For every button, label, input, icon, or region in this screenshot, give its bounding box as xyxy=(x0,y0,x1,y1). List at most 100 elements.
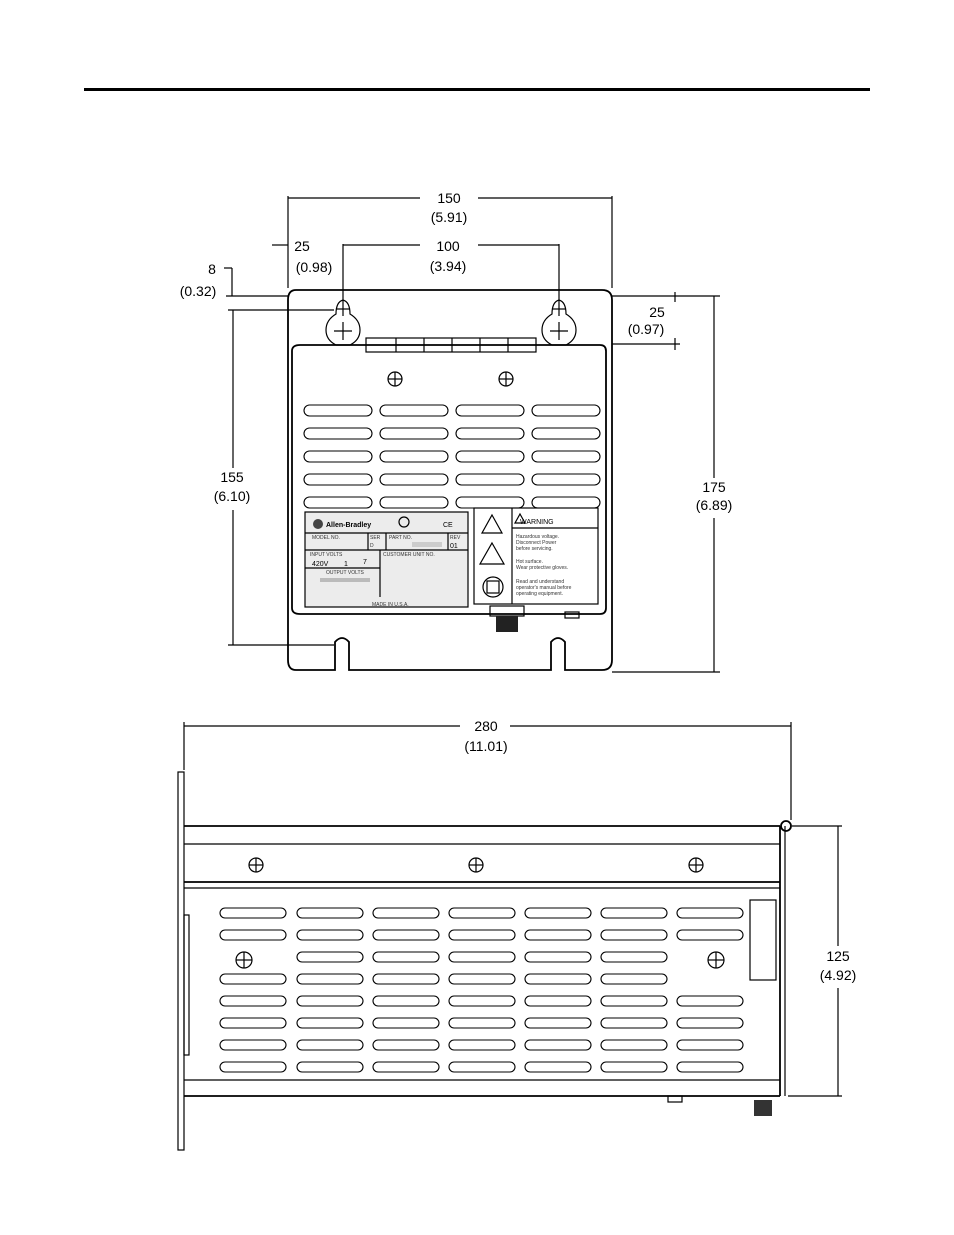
vent-slot xyxy=(455,473,525,486)
vent-slot xyxy=(296,951,364,963)
dim-hole-spacing-in: (3.94) xyxy=(430,258,467,274)
vent-slot xyxy=(524,1039,592,1051)
input-a: 7 xyxy=(363,559,367,566)
vent-slot xyxy=(296,1039,364,1051)
vent-slot xyxy=(531,473,601,486)
part-label: PART NO. xyxy=(389,535,412,541)
brand-name: Allen-Bradley xyxy=(326,522,371,529)
vent-slot xyxy=(676,1061,744,1073)
vent-slot xyxy=(448,1017,516,1029)
vent-slot xyxy=(219,1061,287,1073)
vent-slot xyxy=(379,404,449,417)
customer-label: CUSTOMER UNIT NO. xyxy=(383,552,435,558)
rev-label: REV xyxy=(450,535,461,541)
vent-slot xyxy=(448,1039,516,1051)
dim-hole-spacing-mm: 100 xyxy=(436,238,460,254)
vent-slot xyxy=(455,404,525,417)
vent-slot xyxy=(455,427,525,440)
vent-slot xyxy=(531,496,601,509)
vent-slot xyxy=(448,951,516,963)
vent-slot xyxy=(372,1039,440,1051)
side-hinge-pin xyxy=(780,820,792,832)
vent-slot xyxy=(524,951,592,963)
vent-slot xyxy=(379,450,449,463)
dim-edge-hole-mm: 25 xyxy=(294,238,310,254)
vent-slot xyxy=(372,1061,440,1073)
side-screw-2 xyxy=(468,857,484,873)
dim-top-offset-in: (0.32) xyxy=(180,283,217,299)
warning-label: WARNING Hazardous voltage. Disconnect Po… xyxy=(473,507,599,605)
vent-slot xyxy=(448,929,516,941)
vent-slot xyxy=(448,1061,516,1073)
vent-slot xyxy=(600,907,668,919)
vent-slot xyxy=(303,427,373,440)
vent-slot xyxy=(676,907,744,919)
vent-slot xyxy=(524,1017,592,1029)
vent-slot xyxy=(219,907,287,919)
vent-slot xyxy=(296,1017,364,1029)
vent-slot xyxy=(372,995,440,1007)
vent-slot xyxy=(524,907,592,919)
model-label: MODEL NO. xyxy=(312,535,340,541)
vent-slot xyxy=(296,995,364,1007)
bottom-connector xyxy=(489,605,580,632)
cover-screw-right xyxy=(498,371,514,387)
vent-slot xyxy=(379,427,449,440)
dim-right-offset-mm: 25 xyxy=(649,304,665,320)
dim-height-in: (6.89) xyxy=(696,497,733,513)
warning-title: WARNING xyxy=(520,519,554,526)
vent-slot xyxy=(448,995,516,1007)
vent-slot xyxy=(531,404,601,417)
dim-width-in: (5.91) xyxy=(431,209,468,225)
vent-slot xyxy=(531,427,601,440)
vent-slot xyxy=(219,995,287,1007)
front-cover xyxy=(291,344,607,615)
vent-slot xyxy=(219,1039,287,1051)
dim-right-offset-in: (0.97) xyxy=(628,321,665,337)
series-value: D xyxy=(370,543,374,549)
side-view: 280 (11.01) 125 (4.92) xyxy=(177,718,857,1151)
vent-slot xyxy=(600,951,668,963)
vent-slot xyxy=(372,951,440,963)
nameplate: Allen-Bradley CE MODEL NO. SER D PART NO… xyxy=(304,511,469,608)
vent-slot xyxy=(303,404,373,417)
vent-slot xyxy=(524,929,592,941)
top-vent-slots xyxy=(303,404,601,509)
vent-slot xyxy=(448,907,516,919)
vent-slot xyxy=(219,973,287,985)
side-screw-3 xyxy=(688,857,704,873)
output-label: OUTPUT VOLTS xyxy=(326,570,365,576)
vent-slot xyxy=(372,929,440,941)
warning-voltage-3: before servicing. xyxy=(516,546,553,552)
vent-slot xyxy=(303,473,373,486)
vent-slot xyxy=(296,1061,364,1073)
vent-slot xyxy=(531,450,601,463)
vent-slot xyxy=(372,907,440,919)
side-body-screw-right xyxy=(707,951,725,969)
vent-slot xyxy=(676,1017,744,1029)
dim-depth-in: (11.01) xyxy=(464,738,507,754)
vent-slot xyxy=(676,1039,744,1051)
rev-value: 01 xyxy=(450,543,458,550)
dim-top-offset-mm: 8 xyxy=(208,261,216,277)
side-body-screw-left xyxy=(235,951,253,969)
vent-slot xyxy=(219,929,287,941)
vent-slot xyxy=(524,1061,592,1073)
warning-read-2: operator's manual before xyxy=(516,585,572,591)
vent-slot xyxy=(379,496,449,509)
warning-read-3: operating equipment. xyxy=(516,591,563,597)
vent-slot xyxy=(600,995,668,1007)
dim-height-mm: 175 xyxy=(702,479,726,495)
side-connector xyxy=(754,1100,772,1116)
warning-hot-1: Hot surface. xyxy=(516,559,543,565)
input-ph: 1 xyxy=(344,561,348,568)
vent-slot xyxy=(600,1017,668,1029)
side-screw-1 xyxy=(248,857,264,873)
vent-slot xyxy=(379,473,449,486)
header-rule xyxy=(84,88,870,91)
vent-slot xyxy=(303,496,373,509)
vent-slot xyxy=(296,929,364,941)
warning-hot-2: Wear protective gloves. xyxy=(516,565,568,571)
dim-side-height-in: (4.92) xyxy=(820,967,857,983)
